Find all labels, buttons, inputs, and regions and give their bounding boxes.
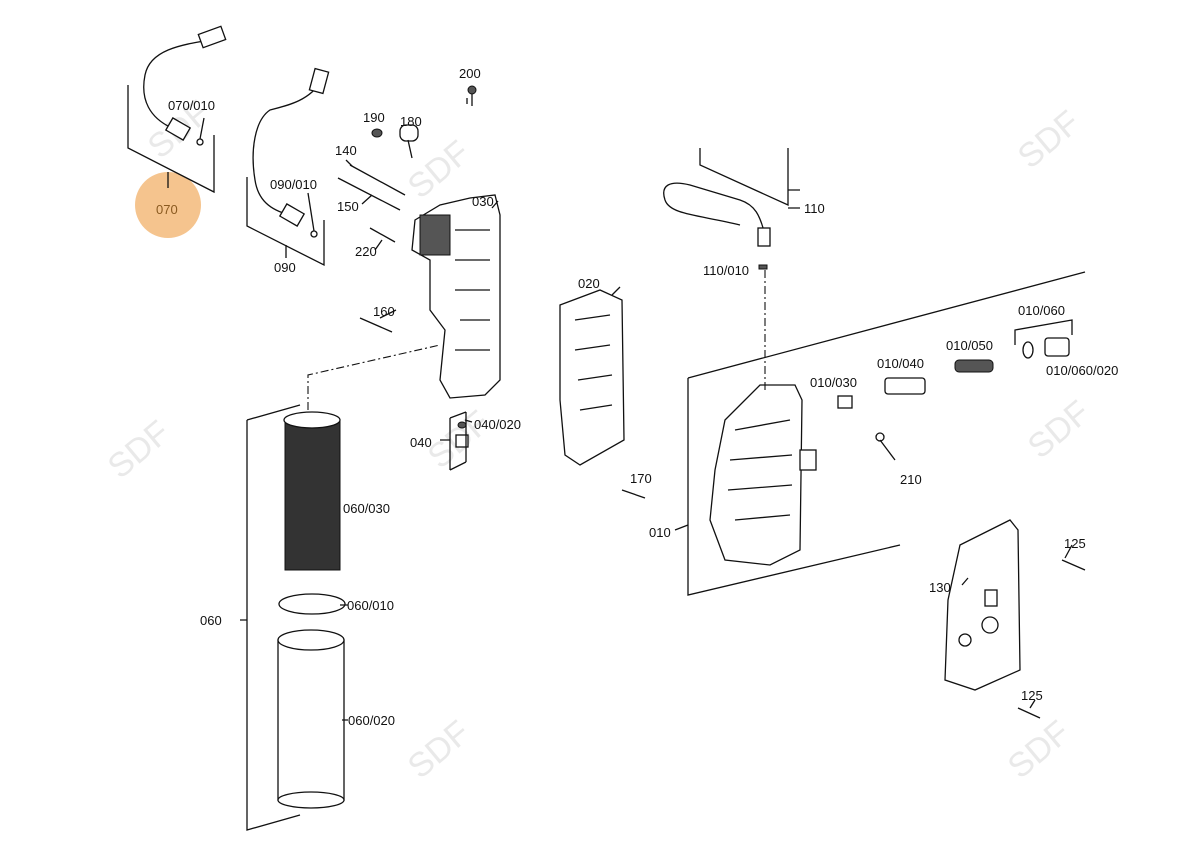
label-070-010[interactable]: 070/010 (168, 98, 215, 113)
part-070-sensor[interactable] (127, 25, 227, 194)
label-110[interactable]: 110 (804, 201, 825, 216)
label-060-020[interactable]: 060/020 (348, 713, 395, 728)
label-130[interactable]: 130 (929, 580, 951, 595)
label-210[interactable]: 210 (900, 472, 922, 487)
label-200[interactable]: 200 (459, 66, 481, 81)
label-060[interactable]: 060 (200, 613, 222, 628)
part-090-sensor[interactable] (246, 67, 330, 267)
label-180[interactable]: 180 (400, 114, 422, 129)
label-010-060[interactable]: 010/060 (1018, 303, 1065, 318)
label-190[interactable]: 190 (363, 110, 385, 125)
part-labels: 070/010 070 090/010 090 200 190 180 140 … (156, 66, 1118, 728)
part-110-pipe[interactable] (663, 148, 800, 270)
label-040-020[interactable]: 040/020 (474, 417, 521, 432)
label-010-060-020[interactable]: 010/060/020 (1046, 363, 1118, 378)
watermark: SDF (1021, 393, 1098, 466)
watermark: SDF (1011, 103, 1088, 176)
label-060-010[interactable]: 060/010 (347, 598, 394, 613)
label-010-030[interactable]: 010/030 (810, 375, 857, 390)
highlight-070[interactable] (135, 172, 201, 238)
watermark: SDF (101, 413, 178, 486)
centerline (307, 344, 441, 410)
watermark: SDF (401, 133, 478, 206)
label-160[interactable]: 160 (373, 304, 395, 319)
label-010-040[interactable]: 010/040 (877, 356, 924, 371)
label-220[interactable]: 220 (355, 244, 377, 259)
label-090-010[interactable]: 090/010 (270, 177, 317, 192)
part-020-plate[interactable] (559, 289, 625, 466)
label-070[interactable]: 070 (156, 202, 178, 217)
leader-lines (240, 98, 1073, 721)
part-060-filter[interactable] (246, 404, 346, 831)
label-125-bottom[interactable]: 125 (1021, 688, 1043, 703)
label-020[interactable]: 020 (578, 276, 600, 291)
label-030[interactable]: 030 (472, 194, 494, 209)
label-110-010[interactable]: 110/010 (703, 263, 749, 278)
part-010-assembly[interactable] (687, 271, 1086, 596)
label-010-050[interactable]: 010/050 (946, 338, 993, 353)
label-010[interactable]: 010 (649, 525, 671, 540)
label-170[interactable]: 170 (630, 471, 652, 486)
label-150[interactable]: 150 (337, 199, 359, 214)
label-060-030[interactable]: 060/030 (343, 501, 390, 516)
label-040[interactable]: 040 (410, 435, 432, 450)
label-125-top[interactable]: 125 (1064, 536, 1086, 551)
part-130-plate[interactable] (944, 519, 1021, 691)
part-030-valve-body[interactable] (411, 194, 501, 399)
label-090[interactable]: 090 (274, 260, 296, 275)
label-140[interactable]: 140 (335, 143, 357, 158)
watermark: SDF (1001, 713, 1078, 786)
watermark: SDF (401, 713, 478, 786)
small-hardware (337, 85, 1086, 719)
